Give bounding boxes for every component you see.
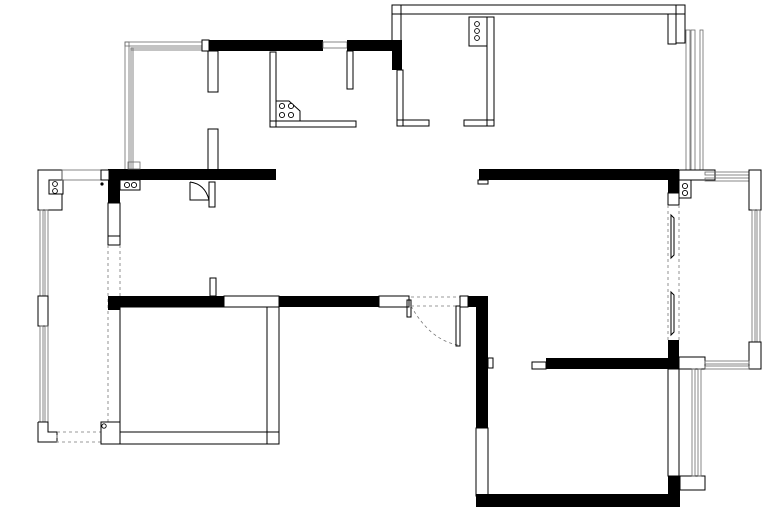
bathroom-outline — [391, 4, 686, 127]
kitchen-counter — [269, 50, 357, 128]
kitchen-divider-wall — [189, 50, 219, 208]
left-balcony — [37, 169, 110, 443]
top-wall-segment — [201, 39, 402, 70]
top-left-window-frame — [124, 41, 206, 173]
center-wall — [279, 295, 488, 347]
top-right-window-frame — [685, 29, 704, 171]
right-lower-room-walls — [475, 296, 706, 507]
left-bedroom-walls — [100, 202, 280, 445]
middle-wall-left — [108, 161, 276, 203]
right-side-walls — [667, 192, 702, 477]
right-balcony — [704, 169, 762, 370]
middle-wall-right — [477, 169, 716, 199]
